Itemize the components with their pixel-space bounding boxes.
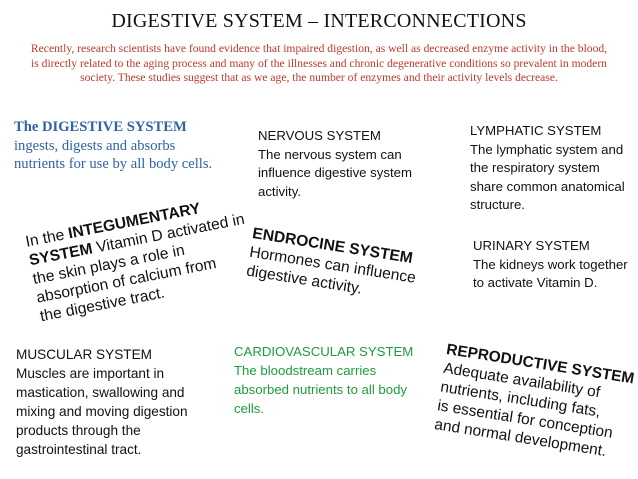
digestive-heading: The DIGESTIVE SYSTEM — [14, 119, 187, 135]
integumentary-system-block: In the INTEGUMENTARY SYSTEM Vitamin D ac… — [24, 191, 257, 326]
cardiovascular-system-block: CARDIOVASCULAR SYSTEM The bloodstream ca… — [234, 342, 424, 418]
digestive-system-block: The DIGESTIVE SYSTEM ingests, digests an… — [14, 118, 224, 174]
muscular-system-block: MUSCULAR SYSTEM Muscles are important in… — [16, 345, 221, 459]
nervous-heading: NERVOUS SYSTEM — [258, 128, 381, 143]
urinary-system-block: URINARY SYSTEM The kidneys work together… — [473, 237, 633, 293]
lymphatic-system-block: LYMPHATIC SYSTEM The lymphatic system an… — [470, 122, 630, 215]
cardiovascular-heading: CARDIOVASCULAR SYSTEM — [234, 344, 414, 359]
muscular-body: Muscles are important in mastication, sw… — [16, 366, 188, 457]
nervous-system-block: NERVOUS SYSTEM The nervous system can in… — [258, 127, 443, 201]
lymphatic-body: The lymphatic system and the respiratory… — [470, 141, 625, 213]
page-title: DIGESTIVE SYSTEM – INTERCONNECTIONS — [111, 10, 527, 32]
intro-paragraph: Recently, research scientists have found… — [30, 42, 608, 85]
urinary-heading: URINARY SYSTEM — [473, 238, 590, 253]
endocrine-system-block: ENDROCINE SYSTEM Hormones can influence … — [245, 224, 420, 307]
lymphatic-heading: LYMPHATIC SYSTEM — [470, 123, 602, 138]
cardiovascular-body: The bloodstream carries absorbed nutrien… — [234, 363, 408, 416]
urinary-body: The kidneys work together to activate Vi… — [473, 256, 628, 291]
nervous-body: The nervous system can influence digesti… — [258, 146, 412, 199]
digestive-body: ingests, digests and absorbs nutrients f… — [14, 137, 213, 173]
muscular-heading: MUSCULAR SYSTEM — [16, 347, 152, 362]
reproductive-system-block: REPRODUCTIVE SYSTEM Adequate availabilit… — [433, 340, 635, 464]
